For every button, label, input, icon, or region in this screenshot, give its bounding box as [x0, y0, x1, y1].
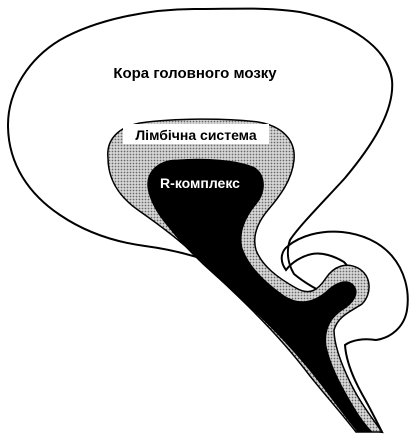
limbic-system-label: Лімбічна система: [135, 127, 256, 143]
r-complex-label: R-комплекс: [160, 175, 240, 191]
cortex-label: Кора головного мозку: [113, 65, 277, 82]
